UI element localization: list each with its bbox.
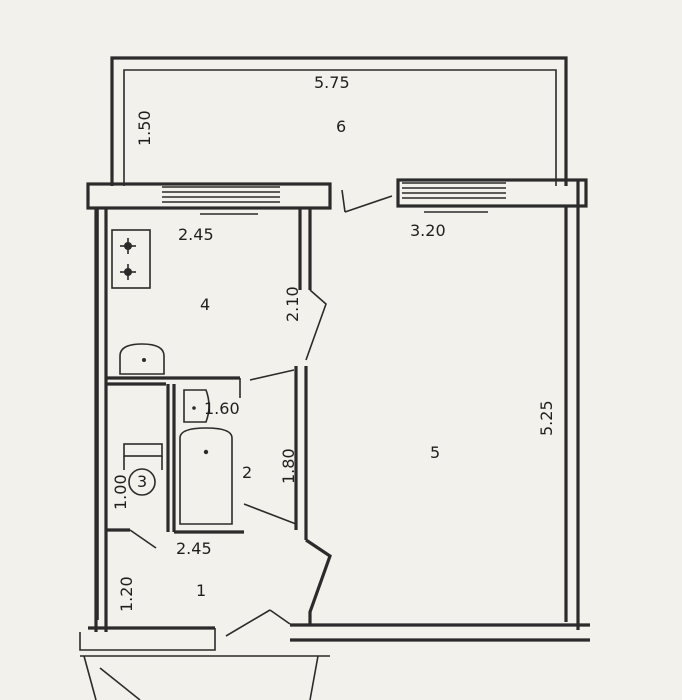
balcony-width-label: 5.75 <box>314 73 350 92</box>
balcony-wall <box>86 178 588 620</box>
room-label-toilet: 3 <box>137 472 147 491</box>
room-label-kitchen: 4 <box>200 295 210 314</box>
room-label-living: 5 <box>430 443 440 462</box>
hall-width-label: 2.45 <box>176 539 212 558</box>
bath-tub-icon <box>179 427 233 525</box>
kitchen-window <box>162 186 280 215</box>
bath-depth-label: 1.80 <box>279 448 298 484</box>
room-label-hall: 1 <box>196 581 206 600</box>
outer-walls <box>79 180 590 651</box>
bathroom-sink-icon <box>183 389 210 423</box>
hall-doors <box>80 538 332 700</box>
hall-depth-label: 1.20 <box>117 576 136 612</box>
room-window-label: 3.20 <box>410 221 446 240</box>
room-depth-label: 5.25 <box>537 400 556 436</box>
toilet-icon <box>123 443 163 496</box>
kitchen-partition <box>106 208 327 386</box>
room-label-balcony: 6 <box>336 117 346 136</box>
balcony <box>110 56 568 186</box>
stove-icon <box>111 229 151 289</box>
room-window <box>402 182 506 213</box>
toilet-depth-label: 1.00 <box>111 474 130 510</box>
balcony-depth-label: 1.50 <box>135 110 154 146</box>
balcony-door <box>341 189 393 213</box>
kitchen-width-label: 2.45 <box>178 225 214 244</box>
room-label-bathroom: 2 <box>242 463 252 482</box>
kitchen-sink-icon <box>119 343 165 375</box>
bathroom-walls <box>106 366 308 549</box>
kitchen-depth-label: 2.10 <box>283 286 302 322</box>
bath-width-label: 1.60 <box>204 399 240 418</box>
